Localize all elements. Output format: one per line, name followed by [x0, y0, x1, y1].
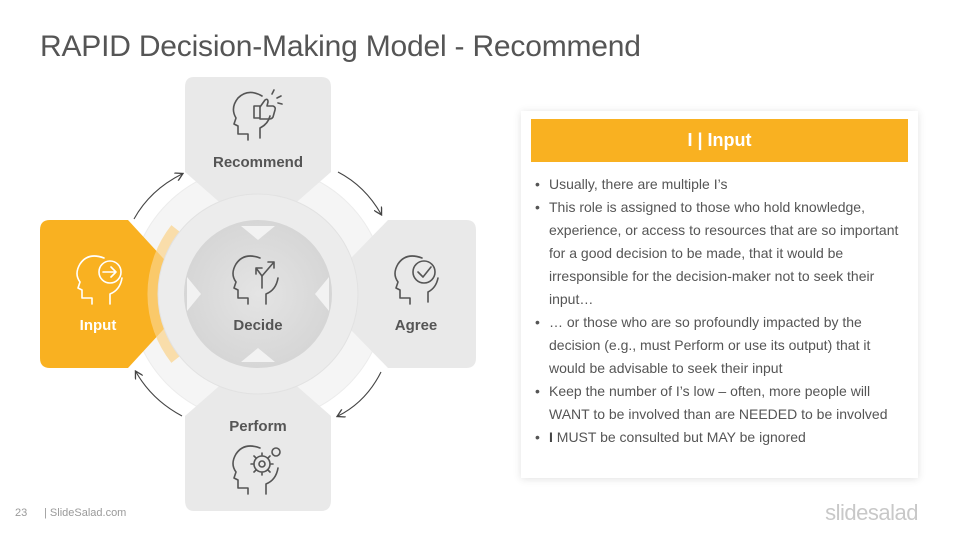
- bullet-list: Usually, there are multiple I’s This rol…: [533, 173, 904, 449]
- node-label-agree: Agree: [395, 317, 438, 334]
- node-label-input: Input: [80, 317, 117, 334]
- tile-perform[interactable]: [185, 352, 331, 511]
- pointer-left: [187, 277, 201, 311]
- rapid-diagram: Recommend Agree Perform Input Decide: [40, 77, 476, 511]
- gear-head-icon: [232, 445, 281, 495]
- arrow-perform-to-input: [136, 372, 183, 417]
- arrow-head-icon: [76, 255, 123, 305]
- arrow-recommend-to-agree: [337, 171, 381, 214]
- pointer-bottom: [241, 348, 275, 362]
- brand-logo: slidesalad: [825, 500, 918, 525]
- bullet-item: This role is assigned to those who hold …: [533, 196, 904, 311]
- pointer-right: [315, 277, 329, 311]
- node-label-decide: Decide: [233, 317, 282, 334]
- page-number: 23: [15, 507, 28, 519]
- pointer-top: [241, 226, 275, 240]
- slide-title: RAPID Decision-Making Model - Recommend: [40, 30, 641, 63]
- node-label-recommend: Recommend: [213, 154, 303, 171]
- bullet-item: Usually, there are multiple I’s: [533, 173, 904, 196]
- tile-agree[interactable]: [316, 220, 476, 368]
- bullet-item: Keep the number of I’s low – often, more…: [533, 380, 904, 426]
- bullet-item: … or those who are so profoundly impacte…: [533, 311, 904, 380]
- bullet-item: I MUST be consulted but MAY be ignored: [533, 426, 904, 449]
- arrow-agree-to-perform: [338, 371, 382, 416]
- checkmark-head-icon: [394, 255, 439, 305]
- arrow-input-to-recommend: [133, 174, 182, 220]
- node-label-perform: Perform: [229, 418, 287, 435]
- center-circle[interactable]: [184, 220, 332, 368]
- role-description-card: I | Input Usually, there are multiple I’…: [521, 111, 918, 478]
- thumbs-up-head-icon: [232, 89, 283, 141]
- card-header: I | Input: [531, 119, 908, 162]
- decision-arrows-head-icon: [232, 255, 279, 305]
- tile-recommend[interactable]: [185, 77, 331, 236]
- footer-site: | SlideSalad.com: [44, 507, 127, 519]
